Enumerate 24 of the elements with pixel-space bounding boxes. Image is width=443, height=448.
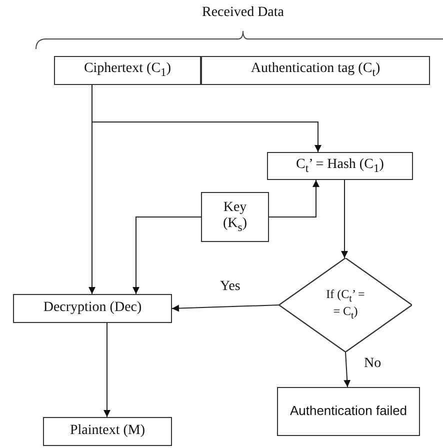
heading-label: Received Data xyxy=(202,5,284,20)
arrow xyxy=(132,216,202,294)
arrow xyxy=(104,322,110,418)
process-box xyxy=(267,152,413,180)
arrow xyxy=(88,84,96,294)
arrow xyxy=(172,304,280,312)
node-text: Plaintext (M) xyxy=(70,423,146,440)
arrow xyxy=(341,180,348,258)
node-text: Ciphertext (C$_{1}$) xyxy=(84,61,172,80)
decision-diamond xyxy=(279,258,412,352)
node-text: Authentication failed xyxy=(290,404,408,419)
process-box xyxy=(43,417,172,446)
process-box xyxy=(54,56,201,85)
node-text: C$_{t}$’ = Hash (C$_{1}$) xyxy=(296,156,384,176)
node-text: Decryption (Dec) xyxy=(43,300,142,317)
node-text: Authentication tag (C$_{t}$) xyxy=(250,61,380,80)
process-box xyxy=(277,387,420,436)
process-box xyxy=(13,294,172,323)
arrow xyxy=(344,352,351,388)
process-box xyxy=(201,56,430,85)
node-text: If (C$_{t}$’ = = C$_{t}$) xyxy=(326,288,366,322)
process-box xyxy=(201,192,269,242)
node-text: Key (K$_{s}$) xyxy=(222,200,248,234)
arrow xyxy=(268,180,320,218)
